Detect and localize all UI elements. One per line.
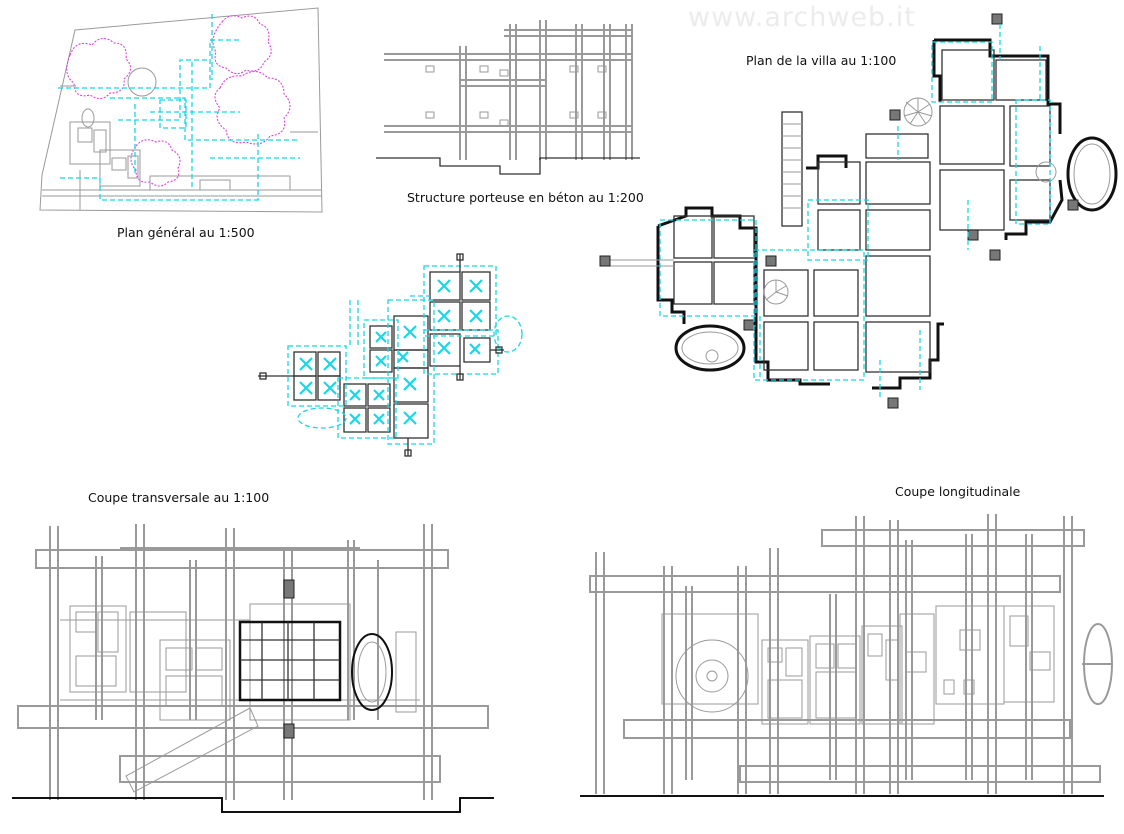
caption-structure: Structure porteuse en béton au 1:200 (407, 190, 644, 205)
villa-floor-plan (599, 13, 1118, 409)
watermark: www.archweb.it (688, 2, 916, 33)
tree-icon (66, 37, 132, 100)
concrete-structure-elevation (376, 20, 640, 175)
tree-icon (214, 70, 291, 145)
caption-cross-section: Coupe transversale au 1:100 (88, 490, 269, 505)
caption-long-section: Coupe longitudinale (895, 484, 1021, 499)
tree-icon (130, 139, 181, 187)
caption-villa-plan: Plan de la villa au 1:100 (746, 53, 896, 68)
caption-site-plan: Plan général au 1:500 (117, 225, 255, 240)
foundation-grid-plan (258, 253, 523, 457)
tree-icon (212, 15, 272, 75)
site-plan-drawing (39, 7, 323, 213)
cross-section-drawing (12, 524, 494, 813)
longitudinal-section-drawing (580, 514, 1113, 797)
